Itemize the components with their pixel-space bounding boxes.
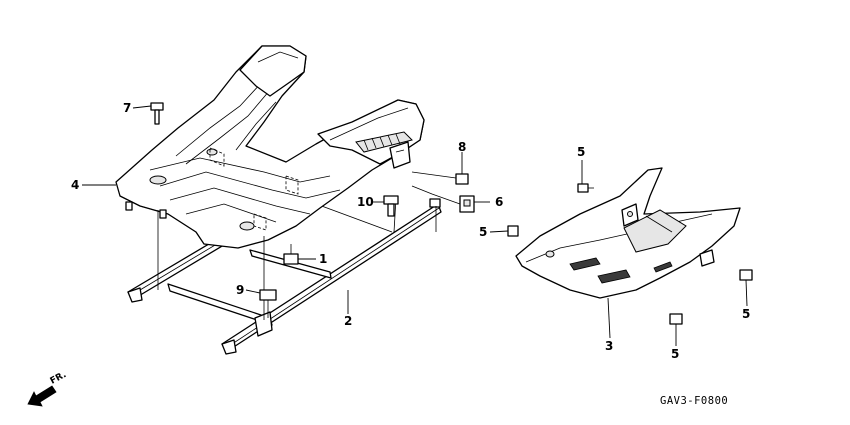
bolt-10 [383, 195, 399, 217]
drawing-code: GAV3-F0800 [660, 395, 728, 407]
clip-6 [411, 185, 475, 213]
callout-1: 1 [319, 252, 327, 266]
collar-8 [411, 171, 469, 185]
callout-5-right: 5 [742, 307, 750, 321]
floor-panel [115, 45, 425, 249]
screw-5-left [507, 225, 519, 237]
under-cover [515, 167, 741, 299]
front-direction-label: FR. [49, 370, 68, 387]
callout-5-top: 5 [577, 145, 585, 159]
callout-3: 3 [605, 339, 613, 353]
callout-4: 4 [71, 178, 79, 192]
callout-7: 7 [123, 101, 131, 115]
screw-5-right [739, 269, 753, 281]
callout-2: 2 [344, 314, 352, 328]
callout-labels: 7 4 1 2 9 10 8 6 5 5 3 5 5 [71, 101, 750, 361]
callout-8: 8 [458, 140, 466, 154]
front-direction-arrow: FR. [27, 370, 68, 407]
screw-5-bottom [669, 313, 683, 325]
callout-10: 10 [357, 195, 374, 209]
alignment-guides [157, 206, 437, 320]
callout-9: 9 [236, 283, 244, 297]
callout-5-bottom: 5 [671, 347, 679, 361]
leader-lines [82, 105, 748, 346]
screw-5-top [577, 183, 594, 193]
bolt-7 [150, 102, 164, 125]
callout-5-left: 5 [479, 225, 487, 239]
nut-1 [283, 244, 299, 265]
callout-6: 6 [495, 195, 503, 209]
nut-9 [259, 289, 277, 318]
